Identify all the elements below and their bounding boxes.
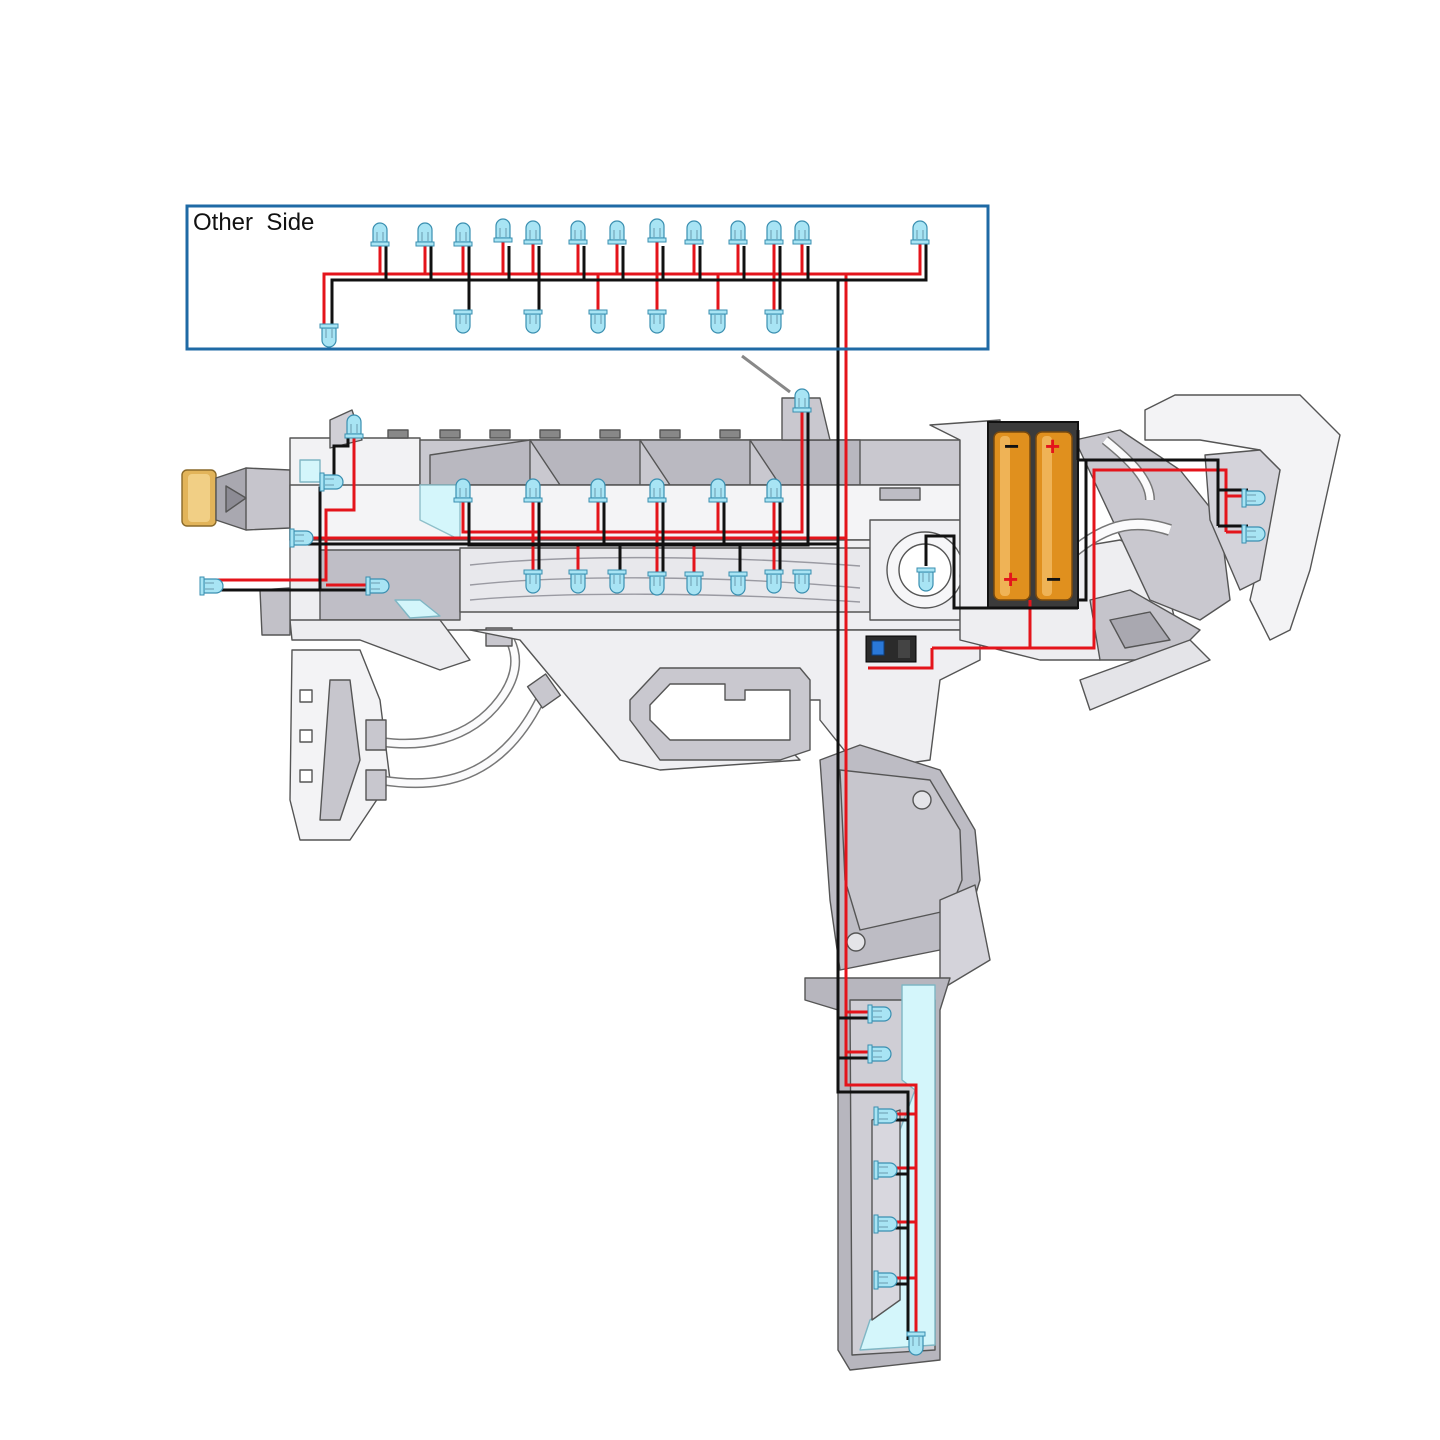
led-icon [523, 569, 543, 594]
led-icon [873, 1106, 898, 1126]
led-icon [453, 309, 473, 334]
led-icon [415, 222, 435, 247]
right-cell-top-mark: + [1045, 431, 1060, 461]
inset-border [185, 204, 990, 351]
led-icon [708, 309, 728, 334]
led-icon [453, 222, 473, 247]
top-rail [387, 429, 961, 486]
led-icon [764, 220, 784, 245]
front-foregrip [289, 619, 471, 671]
led-icon [523, 220, 543, 245]
led-icon [365, 576, 390, 596]
led-icon [792, 220, 812, 245]
power-switch-icon [865, 635, 917, 663]
inset-label: Other Side [193, 209, 314, 236]
led-icon [1241, 488, 1266, 508]
led-icon [289, 528, 314, 548]
led-icon [708, 478, 728, 503]
led-icon [792, 388, 812, 413]
left-cell-bottom-mark: + [1003, 564, 1018, 594]
led-icon [370, 222, 390, 247]
led-icon [873, 1160, 898, 1180]
led-icon [873, 1214, 898, 1234]
led-icon [764, 309, 784, 334]
battery-cell-icon [1035, 431, 1073, 601]
led-icon [867, 1004, 892, 1024]
led-icon [319, 323, 339, 348]
led-icon [867, 1044, 892, 1064]
led-icon [1241, 524, 1266, 544]
led-icon [588, 309, 608, 334]
led-icon [916, 567, 936, 592]
led-icon [607, 569, 627, 594]
left-cell-top-mark: − [1004, 431, 1019, 461]
led-icon [684, 220, 704, 245]
led-icon [493, 218, 513, 243]
battery-pack: − + + − [987, 421, 1079, 609]
led-icon [647, 309, 667, 334]
led-icon [728, 571, 748, 596]
led-icon [647, 571, 667, 596]
led-icon [199, 576, 224, 596]
led-icon [607, 220, 627, 245]
gun-body [181, 354, 1341, 1371]
led-icon [728, 220, 748, 245]
led-icon [344, 414, 364, 439]
led-icon [764, 569, 784, 594]
right-cell-bottom-mark: − [1046, 564, 1061, 594]
led-icon [910, 220, 930, 245]
led-icon [588, 478, 608, 503]
battery-cell-icon [993, 431, 1031, 601]
led-icon [523, 478, 543, 503]
led-icon [568, 220, 588, 245]
muzzle [181, 467, 291, 531]
led-icon [684, 571, 704, 596]
led-icon [647, 218, 667, 243]
led-icon [873, 1270, 898, 1290]
other-side-inset: Other Side [185, 204, 990, 351]
negative-wires [216, 244, 1248, 1340]
led-icon [764, 478, 784, 503]
led-group [199, 218, 1266, 1356]
led-icon [792, 569, 812, 594]
led-icon [568, 569, 588, 594]
led-icon [319, 472, 344, 492]
led-icon [647, 478, 667, 503]
led-icon [523, 309, 543, 334]
led-icon [453, 478, 473, 503]
led-icon [906, 1331, 926, 1356]
